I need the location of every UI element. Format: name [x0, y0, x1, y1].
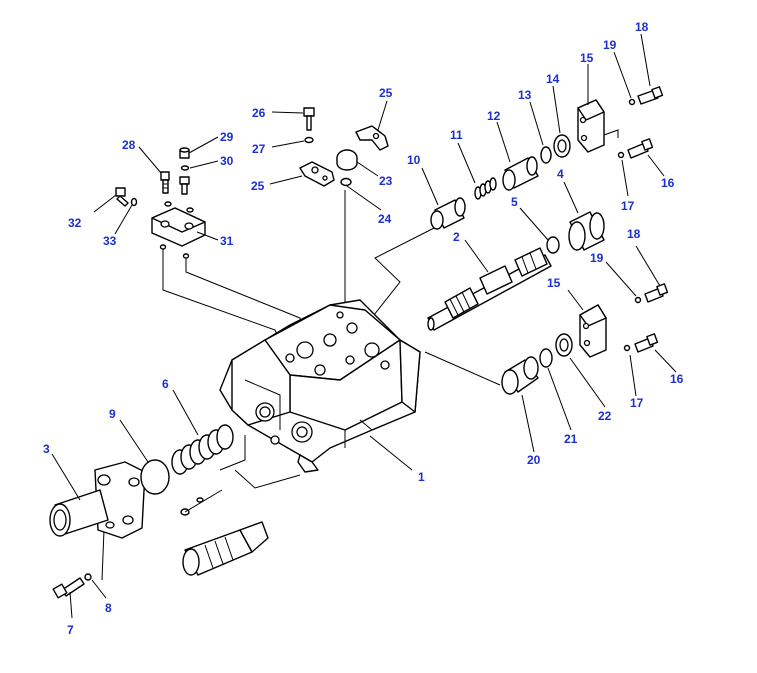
o-ring-part-21	[539, 348, 553, 368]
o-ring-part-13	[540, 146, 552, 164]
callout-12: 12	[487, 109, 501, 123]
callout-16b: 16	[670, 372, 684, 386]
callout-leaders	[51, 33, 677, 619]
callout-19b: 19	[590, 251, 604, 265]
callout-19a: 19	[603, 38, 617, 52]
washer-part-8	[84, 573, 92, 581]
o-ring-part-9	[140, 459, 170, 495]
small-spring-part-11	[474, 177, 497, 200]
poppet-part-12	[502, 156, 539, 191]
clamp-plate-part-15-upper	[577, 99, 619, 153]
callout-9: 9	[109, 407, 116, 421]
callout-17b: 17	[630, 396, 644, 410]
callout-11: 11	[450, 128, 463, 142]
callout-14: 14	[546, 72, 560, 86]
plug-part-10	[430, 197, 466, 230]
washer-part-19-lower	[634, 296, 642, 304]
seal-part-14	[553, 134, 571, 158]
callout-20: 20	[527, 453, 541, 467]
callout-32: 32	[68, 216, 82, 230]
seal-part-22	[555, 333, 573, 357]
callout-25b: 25	[251, 179, 265, 193]
callout-15b: 15	[547, 276, 561, 290]
o-ring-part-5	[546, 236, 560, 254]
washer-part-19-upper	[628, 98, 636, 106]
bolt-part-32	[115, 187, 129, 207]
bolt-part-18-lower	[644, 283, 669, 303]
callout-33: 33	[103, 234, 117, 248]
callout-30: 30	[220, 154, 234, 168]
callout-17a: 17	[621, 199, 635, 213]
washer-part-17-lower	[623, 344, 631, 352]
callout-3: 3	[43, 442, 50, 456]
callout-5: 5	[511, 195, 518, 209]
callout-28: 28	[122, 138, 136, 152]
block-part-31	[151, 207, 206, 247]
valve-body-part-1	[219, 299, 421, 473]
bolt-part-30b	[179, 176, 190, 195]
seal-ring-part-31d	[159, 244, 167, 250]
callout-6: 6	[162, 377, 169, 391]
washer-part-17-upper	[617, 151, 625, 159]
callout-26: 26	[252, 106, 266, 120]
callout-29: 29	[220, 130, 234, 144]
callout-15a: 15	[580, 51, 594, 65]
spring-part-6	[171, 424, 234, 475]
bracket-part-25-lower	[299, 161, 335, 187]
seal-ring-part-31e	[182, 253, 190, 259]
callout-18b: 18	[627, 227, 641, 241]
callout-1: 1	[418, 470, 425, 484]
washer-ring-part-31c	[186, 207, 194, 213]
callout-2: 2	[453, 230, 460, 244]
callout-13: 13	[518, 88, 532, 102]
bolt-part-18-upper	[637, 86, 664, 105]
clamp-plate-part-15-lower	[579, 304, 607, 358]
callout-18a: 18	[635, 20, 649, 34]
washer-part-33	[130, 197, 138, 207]
callout-10: 10	[407, 153, 421, 167]
o-ring-part-30	[180, 165, 190, 171]
cap-part-23	[336, 149, 358, 171]
callout-23: 23	[379, 174, 393, 188]
callout-8: 8	[105, 601, 112, 615]
bolt-part-28	[160, 171, 170, 194]
washer-ring-part-31b	[164, 201, 172, 207]
spool-part-2	[427, 247, 552, 331]
bracket-part-25-upper	[355, 125, 389, 151]
callout-7: 7	[67, 623, 74, 637]
callout-27: 27	[252, 142, 266, 156]
bolt-part-16-lower	[634, 333, 659, 353]
o-ring-part-24	[340, 177, 352, 187]
callout-16a: 16	[661, 176, 675, 190]
plug-part-29	[179, 147, 190, 159]
callout-4: 4	[557, 167, 564, 181]
bolt-part-26	[303, 107, 315, 131]
piston-part-4	[568, 211, 605, 251]
callout-22: 22	[598, 409, 612, 423]
callout-31: 31	[220, 234, 234, 248]
flange-cover-part-3	[49, 461, 146, 539]
callout-25a: 25	[379, 86, 393, 100]
callout-24: 24	[378, 212, 392, 226]
washer-part-27	[304, 136, 314, 144]
bolt-part-7	[52, 577, 85, 599]
plug-part-20	[501, 356, 539, 395]
callout-labels: 1 2 3 4 5 6 7 8 9 10 11 12 13 14 15 15 1…	[43, 20, 684, 637]
relief-valve-cartridge	[180, 489, 269, 576]
bolt-part-16-upper	[627, 138, 654, 159]
callout-21: 21	[564, 432, 578, 446]
